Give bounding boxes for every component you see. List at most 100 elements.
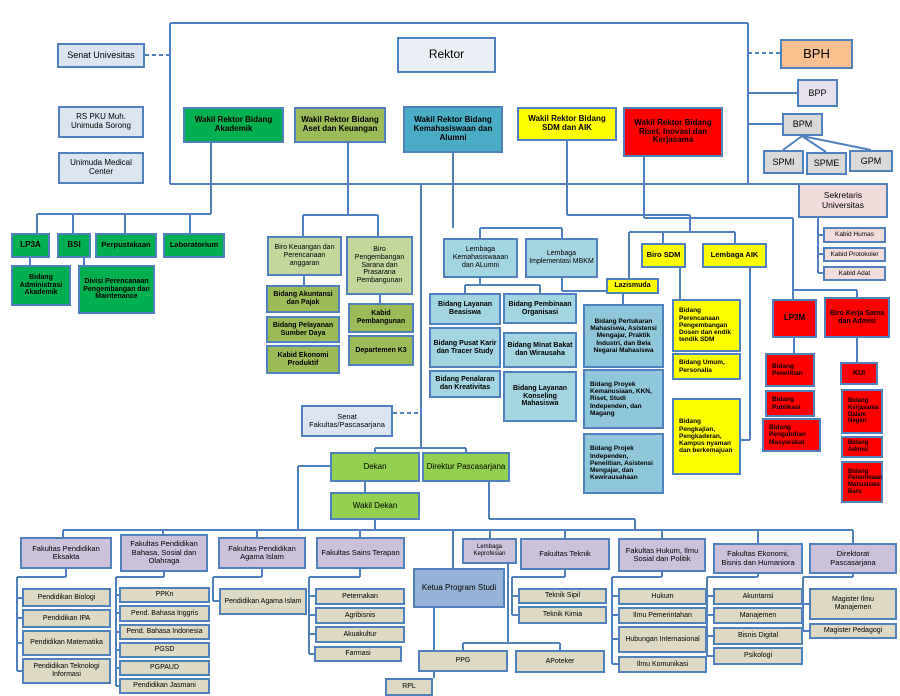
org-box-bidang-pusat-karir: Bidang Pusat Karir dan Tracer Study (429, 327, 501, 368)
org-box-magister-ilmu-manajemen: Magister Ilmu Manajemen (809, 588, 897, 620)
org-box-bidang-penerimaan-mahasiswa-baru: Bidang Penerimaan Mahasiswa Baru (841, 461, 883, 503)
org-box-rs-pku-muh-unimuda-sorong: RS PKU Muh. Unimuda Sorong (58, 106, 144, 138)
org-box-farmasi: Farmasi (314, 646, 402, 662)
org-box-bidang-minat-bakat: Bidang Minat Bakat dan Wirausaha (503, 332, 577, 368)
org-box-lembaga-implementasi-mbkm: Lembaga Implementasi MBKM (525, 238, 598, 278)
org-box-bidang-pengabdian-masyarakat: Bidang Pengabdian Masyarakat (762, 418, 821, 452)
org-box-kabid-humas: Kabid Humas (823, 227, 886, 243)
org-box-kabid-protokoler: Kabid Protokoler (823, 247, 886, 262)
org-box-ppkn: PPKn (119, 587, 210, 603)
connector-line (566, 141, 751, 441)
org-box-biro-keuangan: Biro Keuangan dan Perencanaan anggaran (267, 236, 342, 276)
org-box-kabid-ekonomi-produktif: Kabid Ekonomi Produktif (266, 345, 340, 374)
org-box-bidang-kerjasama-dalam-negeri: Bidang Kerjasama Dalam Negeri (841, 389, 883, 434)
org-box-pgsd: PGSD (119, 642, 210, 658)
org-box-divisi-perencanaan-maintenance: Divisi Perencanaan Pengembangan dan Main… (78, 265, 155, 314)
connector-line (462, 564, 561, 650)
org-box-lp3a: LP3A (11, 233, 50, 258)
org-box-wr-riset: Wakil Rektor Bidang Riset, Inovasi dan K… (623, 107, 723, 157)
org-box-senat-fakultas-pascasarjana: Senat Fakultas/Pascasarjana (301, 405, 393, 437)
org-box-pendidikan-ipa: Pendidikan IPA (22, 609, 111, 628)
org-box-bidang-projek-independen: Bidang Projek Independen, Penelitian, As… (583, 433, 664, 494)
org-box-lembaga-keprofesian: Lembaga Keprofesian (462, 538, 517, 564)
org-box-ilmu-pemerintahan: Ilmu Pemerintahan (618, 607, 707, 624)
org-box-fakultas-hukum: Fakultas Hukum, Ilmu Sosial dan Politik (618, 538, 706, 572)
org-box-dekan: Dekan (330, 452, 420, 482)
org-box-fakultas-ekonomi: Fakultas Ekonomi, Bisnis dan Humaniora (713, 543, 803, 574)
org-box-pendidikan-teknologi-informasi: Pendidikan Teknologi Informasi (22, 658, 111, 684)
org-box-senat-universitas: Senat Univesitas (57, 43, 145, 68)
connector-line (452, 153, 624, 304)
org-box-agribisnis: Agribisnis (315, 607, 405, 624)
org-box-fakultas-pendidikan-eksakta: Fakultas Pendidikan Eksakta (20, 537, 112, 569)
org-box-ketua-program-studi: Ketua Program Studi (413, 568, 505, 608)
connector-line (62, 529, 854, 543)
connector-line (706, 574, 759, 657)
org-box-peternakan: Peternakan (315, 588, 405, 605)
org-box-manajemen: Manajemen (713, 607, 803, 624)
org-box-wr-akademik: Wakil Rektor Bidang Akademik (183, 107, 284, 143)
connector-line (297, 447, 636, 530)
connector-line (817, 218, 823, 274)
org-box-pendidikan-biologi: Pendidikan Biologi (22, 588, 111, 607)
org-box-spmi: SPMI (763, 150, 804, 174)
org-box-fakultas-pendidikan-agama-islam: Fakultas Pendidikan Agama Islam (218, 537, 306, 569)
org-box-bidang-publikasi: Bidang Publikasi (765, 390, 815, 417)
org-box-pendidikan-agama-islam: Pendidikan Agama Islam (219, 588, 307, 615)
org-box-bph: BPH (780, 39, 853, 69)
org-box-laboratorium: Laboratorium (163, 233, 225, 258)
org-box-bidang-penelitian: Bidang Penelitian (765, 353, 815, 387)
connector-line (212, 569, 263, 602)
org-box-akuakultur: Akuakultur (315, 626, 405, 643)
org-box-hukum: Hukum (618, 588, 707, 605)
connector-line (29, 143, 212, 265)
org-box-rektor: Rektor (397, 37, 496, 73)
org-box-akuntansi: Akuntansi (713, 588, 803, 605)
org-box-unimuda-medical-center: Unimuda Medical Center (58, 152, 144, 184)
org-box-sekretaris-universitas: Sekretaris Universitas (798, 183, 888, 218)
org-box-bidang-layanan-konseling: Bidang Layanan Konseling Mahasiswa (503, 371, 577, 422)
org-box-perpustakaan: Perpustakaan (95, 233, 157, 258)
org-box-bidang-administrasi-akademik: Bidang Administrasi Akademik (11, 265, 71, 306)
org-box-biro-pengembangan-sarana: Biro Pengembangan Sarana dan Prasarana P… (346, 236, 413, 295)
org-box-kui: KUI (840, 362, 878, 385)
org-box-bidang-layanan-beasiswa: Bidang Layanan Beasiswa (429, 293, 501, 325)
org-box-bidang-pembinaan-organisasi: Bidang Pembinaan Organisasi (503, 293, 577, 324)
org-box-bidang-perencanaan-dosen: Bidang Perencanaan Pengembangan Dosen da… (672, 299, 741, 352)
org-box-bpm: BPM (782, 113, 823, 136)
org-box-bidang-pengkajian: Bidang Pengkajian, Pengkaderan, Kampus n… (672, 398, 741, 475)
org-box-ppg: PPG (418, 650, 508, 672)
connector-line (302, 143, 381, 303)
connector-line (611, 572, 663, 665)
org-box-biro-sdm: Biro SDM (641, 243, 686, 268)
org-box-pgpaud: PGPAUD (119, 660, 210, 676)
connector-line (169, 22, 843, 185)
org-box-pendidikan-jasmani: Pendidikan Jasmani (119, 678, 210, 694)
org-box-rpl: RPL (385, 678, 433, 696)
org-box-wakil-dekan: Wakil Dekan (330, 492, 420, 520)
org-box-apoteker: APoteker (515, 650, 605, 673)
org-box-bisnis-digital: Bisnis Digital (713, 627, 803, 645)
org-box-pend-bahasa-inggris: Pend. Bahasa Inggris (119, 605, 210, 622)
org-box-gpm: GPM (849, 150, 893, 172)
org-box-kabid-pembangunan: Kabid Pembangunan (348, 303, 414, 333)
connector-line (16, 569, 67, 672)
org-box-bidang-admisi: Bidang Admisi (841, 436, 883, 458)
connector-line (308, 569, 361, 655)
connector-line (511, 570, 566, 616)
org-box-lembaga-kemahasiswaan-alumni: Lembaga Kemahasiswaaan dan ALumni (443, 238, 518, 278)
org-box-bsi: BSI (57, 233, 91, 258)
connector-line (643, 157, 858, 362)
org-box-ilmu-komunikasi: Ilmu Komunikasi (618, 656, 707, 673)
org-box-bidang-umum-personalia: Bidang Umum, Personalia (672, 353, 741, 380)
org-box-departemen-k3: Departemen K3 (348, 335, 414, 366)
org-box-psikologi: Psikologi (713, 647, 803, 665)
org-box-wr-sdm-aik: Wakil Rektor Bidang SDM dan AIK (517, 107, 617, 141)
org-box-bidang-pelayanan-sumber-daya: Bidang Pelayanan Sumber Daya (266, 316, 340, 343)
org-box-pendidikan-matematika: Pendidikan Matematika (22, 630, 111, 656)
org-box-lazismuda: Lazismuda (606, 278, 659, 294)
connector-line (748, 92, 872, 153)
org-box-lp3m: LP3M (772, 299, 817, 338)
